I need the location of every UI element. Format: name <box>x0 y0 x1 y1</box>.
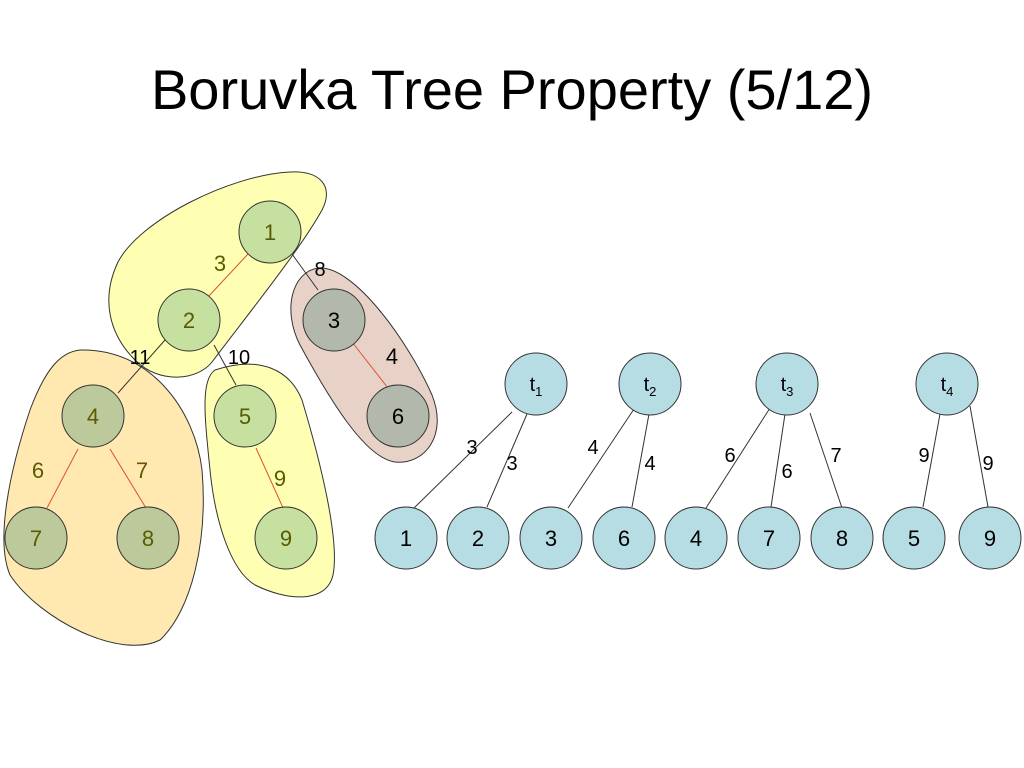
edge-weight-4-7: 6 <box>32 458 44 483</box>
tree-parent-sub-t2: 2 <box>649 384 656 399</box>
tree-parent-label-t1: t <box>530 374 536 396</box>
edge-weight-2-4: 11 <box>130 347 151 369</box>
graph-node-7: 7 <box>4 506 68 570</box>
graph-node-6: 6 <box>366 384 430 448</box>
tree-leaf-label-8: 8 <box>836 526 848 551</box>
svg-text:t1: t1 <box>530 374 543 399</box>
tree-leaf-4: 4 <box>664 506 728 570</box>
tree-weight-t1-2: 3 <box>506 453 517 475</box>
tree-leaf-label-2: 2 <box>472 526 484 551</box>
graph-node-label-8: 8 <box>142 526 154 551</box>
slide-title: Boruvka Tree Property (5/12) <box>150 58 874 121</box>
graph-node-label-1: 1 <box>264 220 276 245</box>
tree-weight-t4-5: 9 <box>918 445 929 467</box>
component-group-4-7-8 <box>3 349 204 646</box>
graph-node-label-7: 7 <box>30 526 42 551</box>
edge-weight-5-9: 9 <box>274 466 286 491</box>
tree-weight-t2-6: 4 <box>644 453 655 475</box>
tree-leaf-label-5: 5 <box>908 526 920 551</box>
tree-leaf-2: 2 <box>446 506 510 570</box>
tree-parent-sub-t1: 1 <box>535 384 542 399</box>
edge-2-5 <box>213 344 237 386</box>
tree-leaf-1: 1 <box>374 506 438 570</box>
tree-edge-t3-8 <box>809 412 843 509</box>
tree-leaf-label-7: 7 <box>763 526 775 551</box>
edge-weight-1-3: 8 <box>314 259 325 281</box>
tree-leaf-label-3: 3 <box>545 526 557 551</box>
tree-edge-t1-2 <box>486 413 528 508</box>
edge-1-3 <box>291 253 319 291</box>
edge-2-4 <box>117 339 166 394</box>
edge-5-9 <box>255 447 285 511</box>
graph-node-2: 2 <box>157 288 221 352</box>
tree-parent-label-t4: t <box>941 374 947 396</box>
tree-leaf-label-6: 6 <box>618 526 630 551</box>
graph-node-label-3: 3 <box>328 308 340 333</box>
edge-weight-2-5: 10 <box>228 347 250 369</box>
tree-leaf-5: 5 <box>882 506 946 570</box>
tree-edge-t4-5 <box>922 413 941 508</box>
tree-weight-t3-4: 6 <box>724 445 735 467</box>
graph-node-label-9: 9 <box>280 526 292 551</box>
tree-leaf-label-9: 9 <box>984 526 996 551</box>
tree-parent-sub-t4: 4 <box>946 384 953 399</box>
tree-leaf-8: 8 <box>810 506 874 570</box>
graph-node-9: 9 <box>254 506 318 570</box>
edge-1-2 <box>207 253 249 298</box>
tree-leaf-3: 3 <box>519 506 583 570</box>
tree-edge-t4-9 <box>969 405 989 508</box>
graph-node-label-2: 2 <box>183 308 195 333</box>
edge-weight-3-6: 4 <box>386 344 398 369</box>
tree-weight-t3-7: 6 <box>781 461 792 483</box>
tree-parent-label-t2: t <box>644 374 650 396</box>
tree-weight-t1-1: 3 <box>466 437 477 459</box>
tree-leaf-7: 7 <box>737 506 801 570</box>
graph-node-label-6: 6 <box>392 404 404 429</box>
svg-text:t4: t4 <box>941 374 954 399</box>
tree-edge-t2-6 <box>631 413 650 508</box>
edge-4-8 <box>109 448 147 509</box>
tree-leaf-6: 6 <box>592 506 656 570</box>
tree-parent-t4: t4 <box>915 352 979 416</box>
tree-parent-label-t3: t <box>781 374 787 396</box>
graph-node-label-4: 4 <box>87 404 99 429</box>
svg-text:t2: t2 <box>644 374 657 399</box>
tree-parent-t2: t2 <box>618 352 682 416</box>
edge-weight-1-2: 3 <box>214 251 226 276</box>
svg-text:t3: t3 <box>781 374 794 399</box>
tree-leaf-9: 9 <box>958 506 1022 570</box>
tree-edge-t1-1 <box>413 411 513 509</box>
edge-weight-4-8: 7 <box>136 458 148 483</box>
tree-parent-t3: t3 <box>755 352 819 416</box>
graph-node-3: 3 <box>302 288 366 352</box>
graph-node-5: 5 <box>213 384 277 448</box>
graph-node-label-5: 5 <box>239 404 251 429</box>
tree-parent-t1: t1 <box>504 352 568 416</box>
tree-weight-t3-8: 7 <box>830 445 841 467</box>
edge-3-6 <box>351 341 389 389</box>
tree-parent-sub-t3: 3 <box>786 384 793 399</box>
tree-edge-t2-3 <box>567 408 635 509</box>
tree-edge-t3-7 <box>770 413 786 508</box>
graph-node-4: 4 <box>61 384 125 448</box>
tree-leaf-label-4: 4 <box>690 526 702 551</box>
edge-4-7 <box>46 448 79 509</box>
tree-edge-t3-4 <box>705 407 771 509</box>
graph-node-8: 8 <box>116 506 180 570</box>
tree-weight-t2-3: 4 <box>587 437 598 459</box>
tree-weight-t4-9: 9 <box>982 453 993 475</box>
graph-node-1: 1 <box>238 200 302 264</box>
tree-leaf-label-1: 1 <box>400 526 412 551</box>
